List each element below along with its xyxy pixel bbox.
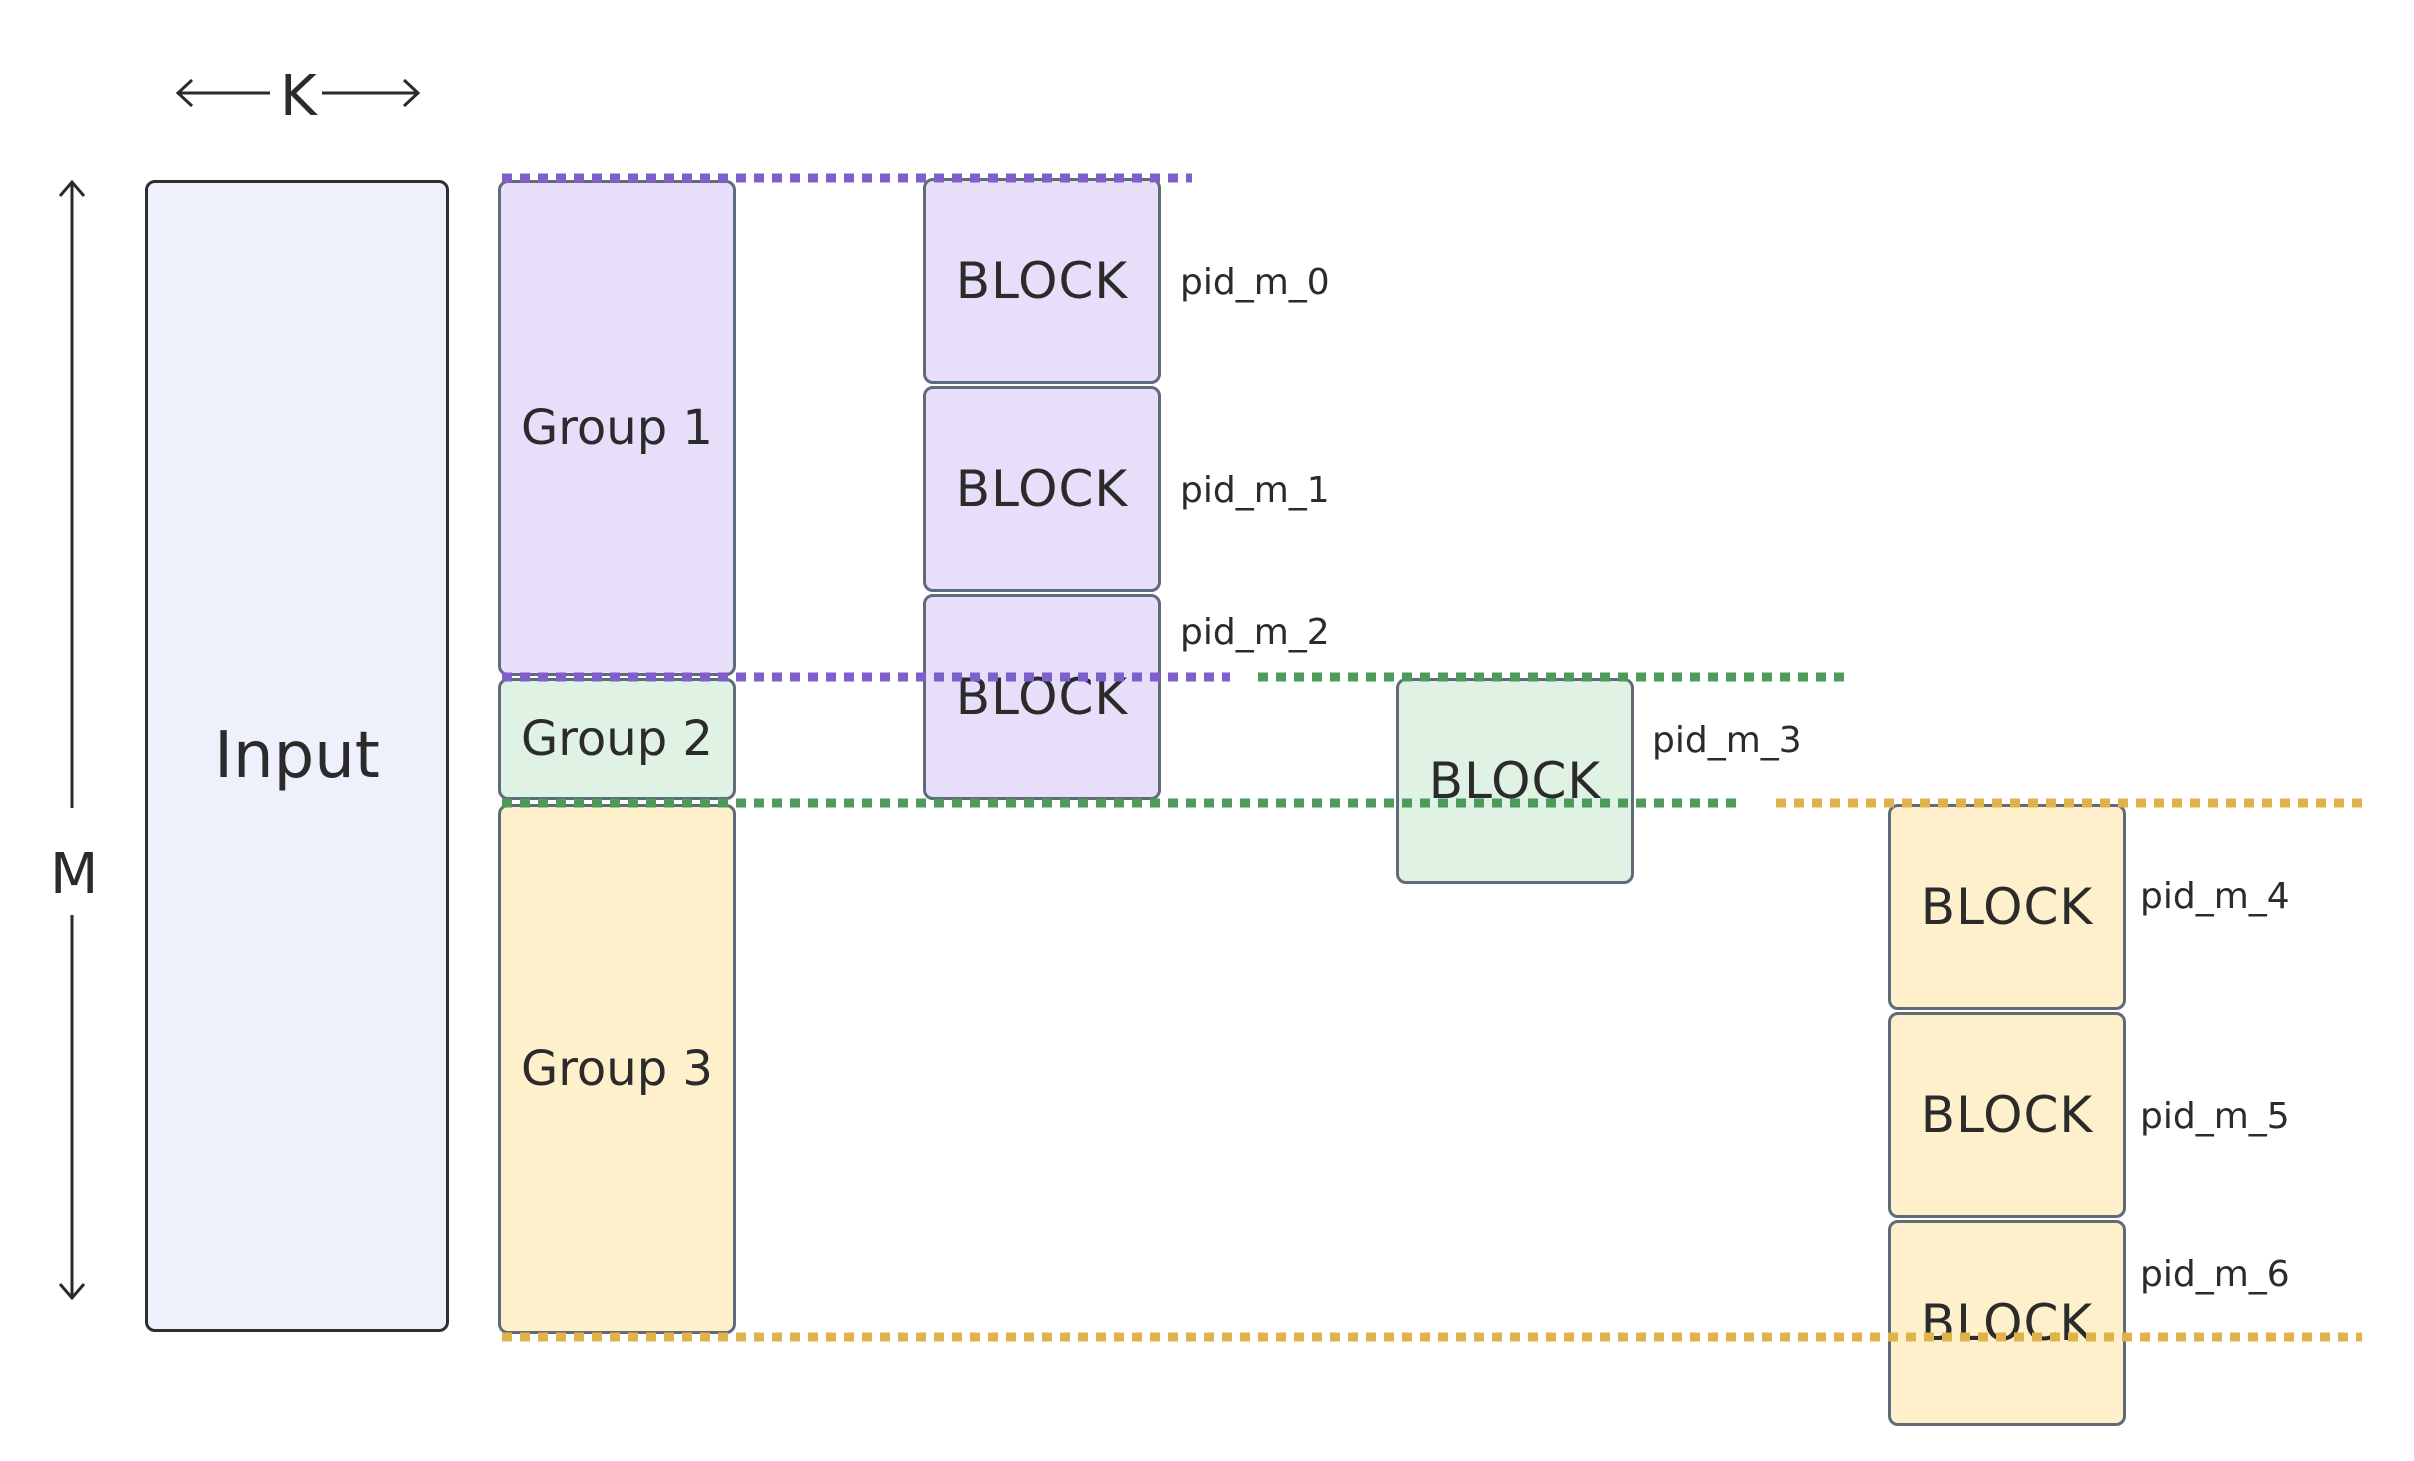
block-5: BLOCK	[1888, 1012, 2126, 1218]
pid-label-4: pid_m_4	[2140, 876, 2290, 917]
block-5-label: BLOCK	[1920, 1086, 2094, 1144]
k-axis-label: K	[276, 64, 321, 129]
m-axis-label: M	[50, 836, 99, 913]
group-3-label: Group 3	[521, 1041, 713, 1097]
block-6: BLOCK	[1888, 1220, 2126, 1426]
block-4-label: BLOCK	[1920, 878, 2094, 936]
block-1: BLOCK	[923, 386, 1161, 592]
block-0: BLOCK	[923, 178, 1161, 384]
pid-label-5: pid_m_5	[2140, 1096, 2290, 1137]
group-1-box: Group 1	[498, 180, 736, 676]
pid-label-2: pid_m_2	[1180, 612, 1330, 653]
block-0-label: BLOCK	[955, 252, 1129, 310]
group-3-box: Group 3	[498, 804, 736, 1334]
input-label: Input	[214, 719, 380, 793]
group-2-label: Group 2	[521, 711, 713, 767]
block-1-label: BLOCK	[955, 460, 1129, 518]
block-4: BLOCK	[1888, 804, 2126, 1010]
m-arrow	[58, 179, 86, 1301]
block-6-label: BLOCK	[1920, 1294, 2094, 1352]
pid-label-0: pid_m_0	[1180, 262, 1330, 303]
block-3: BLOCK	[1396, 678, 1634, 884]
block-2-label: BLOCK	[955, 668, 1129, 726]
pid-label-3: pid_m_3	[1652, 720, 1802, 761]
pid-label-6: pid_m_6	[2140, 1254, 2290, 1295]
block-3-label: BLOCK	[1428, 752, 1602, 810]
block-2: BLOCK	[923, 594, 1161, 800]
group-1-label: Group 1	[521, 400, 713, 456]
group-2-box: Group 2	[498, 678, 736, 800]
input-matrix: Input	[145, 180, 449, 1332]
pid-label-1: pid_m_1	[1180, 470, 1330, 511]
